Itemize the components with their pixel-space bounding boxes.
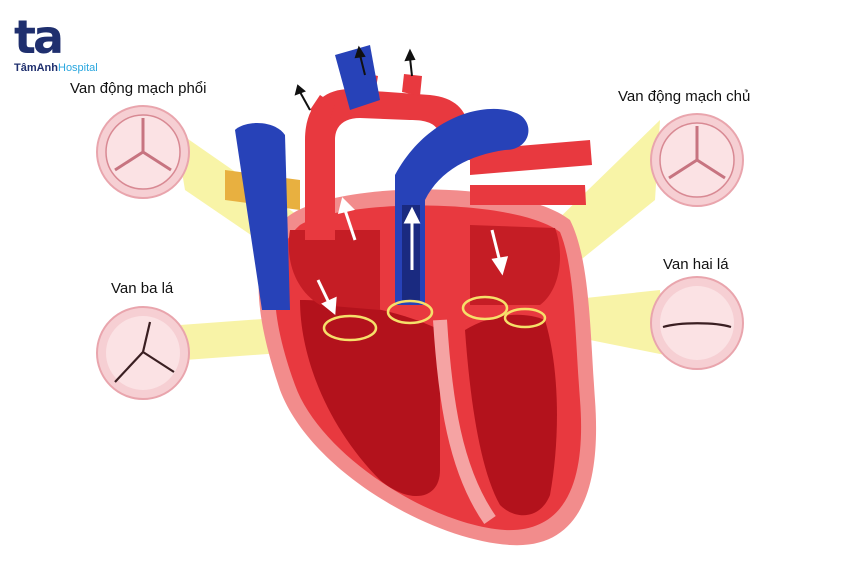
- right-atrium: [288, 230, 380, 310]
- tricuspid-ring: [322, 314, 378, 342]
- great-vessels: [225, 45, 592, 311]
- label-tricuspid-valve: Van ba lá: [111, 280, 174, 297]
- left-atrium: [470, 225, 560, 305]
- aortic-valve-circle: [650, 113, 744, 207]
- superior-vena-cava: [335, 45, 380, 110]
- branch-arrow-3-head: [404, 48, 416, 62]
- aortic-ring: [461, 295, 509, 321]
- aortic-branch-3: [402, 74, 422, 96]
- pulmonary-valve-leaflets: [114, 118, 172, 172]
- tricuspid-valve-circle: [96, 306, 190, 400]
- left-ventricle: [465, 314, 557, 516]
- arrow-down-right-head: [491, 256, 509, 276]
- pulmonary-ring: [386, 299, 434, 325]
- arrow-down-right: [490, 229, 502, 263]
- branch-arrow-1-head: [294, 84, 306, 96]
- label-pulmonary-valve: Van động mạch phổi: [70, 80, 207, 97]
- arrow-down-left-head: [321, 296, 337, 315]
- vena-cava-left: [235, 123, 290, 311]
- heart-body: [258, 189, 597, 546]
- aortic-branch-1: [310, 95, 335, 120]
- tam-anh-logo-text: TâmAnhHospital: [14, 62, 98, 74]
- aortic-valve-leaflets: [668, 126, 726, 180]
- arrow-up-right-atrium: [343, 209, 357, 241]
- logo-brand: TâmAnh: [14, 62, 58, 74]
- arrow-up-right-atrium-head: [337, 197, 355, 215]
- mitral-ring: [503, 307, 547, 329]
- tam-anh-logo-mark: ta: [14, 10, 64, 64]
- pulmonary-valve-circle: [96, 105, 190, 199]
- right-ventricle: [300, 300, 440, 497]
- mitral-valve-circle: [650, 276, 744, 370]
- tricuspid-valve-leaflets: [114, 321, 175, 383]
- branch-arrow-2: [359, 54, 366, 76]
- septum: [433, 319, 496, 525]
- mitral-valve-leaflets: [662, 322, 732, 329]
- arrow-up-pulmonary-head: [403, 206, 421, 224]
- pulmonary-veins-right: [470, 140, 592, 205]
- branch-arrow-3: [409, 57, 413, 77]
- branch-arrow-2-head: [354, 45, 366, 59]
- logo-brand-suffix: Hospital: [58, 62, 98, 74]
- branch-arrow-1: [299, 91, 311, 111]
- branch-arrows: [294, 45, 416, 111]
- flow-arrows: [316, 197, 509, 315]
- pulmonary-trunk: [395, 108, 529, 305]
- valve-rings: [322, 295, 547, 342]
- label-mitral-valve: Van hai lá: [663, 256, 729, 273]
- label-aortic-valve: Van động mạch chủ: [618, 88, 751, 105]
